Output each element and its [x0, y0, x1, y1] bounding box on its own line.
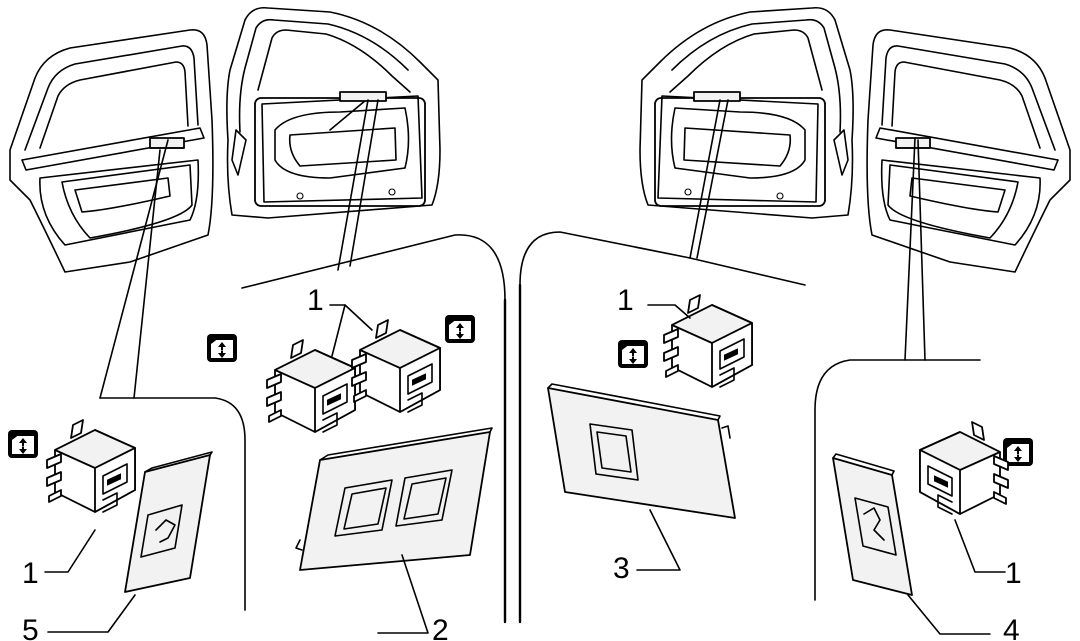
front-door-right-drawing	[639, 6, 854, 219]
rear-door-left-drawing	[9, 28, 214, 273]
bezel-center-double	[295, 427, 493, 571]
callout-right-switch: 1	[1005, 557, 1022, 590]
switch-module-center-b	[351, 319, 441, 413]
callout-right-bezel: 4	[1003, 614, 1020, 641]
switch-module-right	[919, 421, 1009, 515]
switch-module-right-center	[663, 294, 753, 388]
frame-lines	[99, 99, 981, 623]
window-up-down-icon	[207, 334, 237, 362]
window-up-down-icon	[8, 430, 38, 458]
callout-left-bezel: 5	[22, 614, 39, 641]
callout-right-center-switch: 1	[617, 284, 634, 317]
switch-module-center-a	[266, 339, 356, 433]
callout-center-bezel: 2	[432, 614, 449, 641]
rear-door-right-drawing	[866, 28, 1071, 273]
callout-right-center-bezel: 3	[613, 552, 630, 585]
callout-left-switch: 1	[22, 557, 39, 590]
front-door-left-drawing	[226, 6, 441, 219]
bezel-left	[124, 451, 213, 593]
callout-leaders	[44, 304, 1006, 635]
window-up-down-icon	[445, 315, 475, 343]
callout-center-switch: 1	[307, 284, 324, 317]
switch-module-left	[46, 419, 136, 513]
window-up-down-icon	[618, 340, 648, 368]
bezel-right	[832, 453, 913, 596]
bezel-right-center	[547, 383, 736, 519]
